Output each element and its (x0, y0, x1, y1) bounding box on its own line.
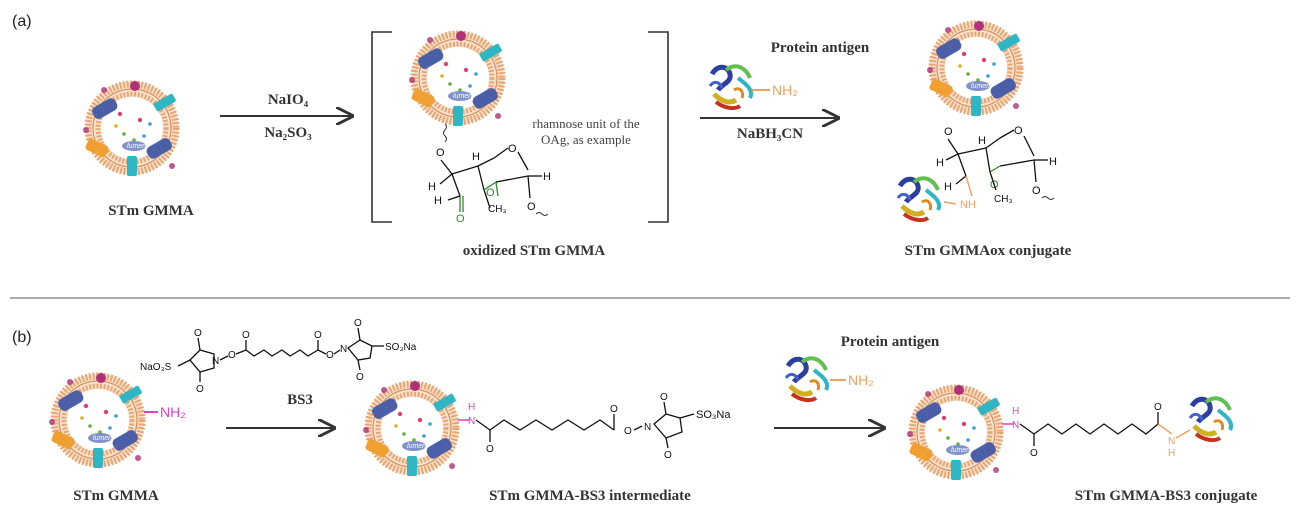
svg-text:SO₃Na: SO₃Na (696, 409, 731, 421)
svg-text:O: O (486, 187, 495, 199)
svg-text:O: O (664, 450, 672, 461)
svg-text:CH₃: CH₃ (994, 194, 1013, 205)
gmma-vesicle-b-start (49, 373, 144, 468)
svg-text:O: O (944, 126, 953, 138)
svg-text:H: H (472, 151, 480, 163)
svg-text:H: H (936, 157, 944, 169)
svg-text:O: O (660, 392, 668, 403)
gmma-amine-b: NH₂ (160, 404, 186, 420)
svg-text:O: O (610, 404, 618, 415)
sulfite-reagent: Na₂SO₃ (264, 125, 312, 141)
svg-text:N: N (1012, 420, 1019, 431)
oxidized-rhamnose-structure: O H O H H O CH₃ O H O (428, 143, 551, 225)
svg-text:O: O (1032, 185, 1041, 197)
svg-text:H: H (1049, 156, 1057, 168)
oxidized-gmma-label: oxidized STm GMMA (463, 243, 606, 259)
panel-a-start-label: STm GMMA (108, 203, 194, 219)
svg-text:O: O (196, 384, 204, 395)
svg-text:H: H (468, 402, 475, 413)
panel-b-start-label: STm GMMA (73, 488, 159, 504)
cyanoborohydride-reagent: NaBH₃CN (737, 126, 803, 142)
svg-text:O: O (527, 201, 536, 213)
intermediate-label: STm GMMA-BS3 intermediate (489, 488, 691, 504)
svg-text:O: O (624, 426, 632, 437)
svg-text:H: H (428, 181, 436, 193)
gmma-vesicle-b-intermediate (363, 381, 458, 476)
panel-a-conjugate-label: STm GMMAox conjugate (905, 243, 1072, 259)
svg-text:O: O (456, 213, 465, 225)
svg-text:O: O (354, 318, 362, 329)
svg-text:N: N (468, 416, 475, 427)
svg-text:O: O (242, 330, 250, 341)
gmma-vesicle-b-conjugate (907, 385, 1002, 480)
bs3-linker-structure: NaO₃S O O N O O O O N O O SO₃Na (140, 318, 417, 395)
svg-text:N: N (1168, 436, 1175, 447)
svg-text:N: N (212, 356, 219, 367)
svg-text:H: H (434, 195, 442, 207)
svg-text:O: O (194, 328, 202, 339)
svg-text:H: H (978, 135, 986, 147)
svg-text:H: H (944, 181, 952, 193)
right-bracket (648, 31, 669, 223)
gmma-vesicle-a-conjugate (927, 21, 1022, 116)
svg-text:O: O (508, 143, 517, 155)
protein-amine-b: NH₂ (848, 372, 874, 388)
svg-text:O: O (486, 444, 494, 455)
svg-text:CH₃: CH₃ (488, 204, 507, 215)
protein-antigen-b-icon (786, 358, 827, 400)
svg-text:N: N (340, 344, 347, 355)
svg-text:O: O (436, 147, 445, 159)
svg-text:NaO₃S: NaO₃S (140, 362, 172, 373)
panel-b-protein-label: Protein antigen (841, 334, 940, 350)
svg-text:H: H (1168, 448, 1175, 459)
svg-text:SO₃Na: SO₃Na (385, 342, 417, 353)
bs3-label: BS3 (287, 392, 313, 408)
gmma-vesicle-a-oxidized (409, 31, 504, 126)
bs3-conjugate-structure: H N O O N H (1002, 402, 1191, 459)
panel-a-protein-label: Protein antigen (771, 40, 870, 56)
protein-antigen-a-icon (710, 66, 751, 108)
protein-antigen-b-conjugated-icon (1190, 398, 1231, 440)
svg-text:O: O (1154, 402, 1162, 413)
periodate-reagent: NaIO₄ (268, 92, 309, 108)
panel-a-tag: (a) (12, 13, 32, 30)
svg-text:H: H (1012, 406, 1019, 417)
svg-text:O: O (356, 372, 364, 383)
svg-text:O: O (326, 350, 334, 361)
svg-text:O: O (1030, 448, 1038, 459)
rhamnose-note-line2: OAg, as example (541, 132, 631, 147)
protein-antigen-a-conjugated-icon (898, 178, 939, 220)
svg-text:N: N (644, 422, 651, 433)
svg-text:H: H (543, 171, 551, 183)
gmma-vesicle-a-start (83, 81, 178, 176)
svg-text:O: O (314, 330, 322, 341)
conjugated-rhamnose-structure: O H H NH H O CH₃ O H O (936, 125, 1057, 211)
svg-text:O: O (228, 350, 236, 361)
left-bracket (371, 31, 392, 223)
rhamnose-note-line1: rhamnose unit of the (532, 116, 639, 131)
svg-text:O: O (1014, 125, 1023, 137)
svg-text:NH: NH (960, 199, 976, 211)
bs3-intermediate-structure: H N O O O N O O SO₃Na (458, 392, 731, 461)
protein-amine-a: NH₂ (772, 82, 798, 98)
oag-tether (443, 123, 447, 143)
panel-b-conjugate-label: STm GMMA-BS3 conjugate (1075, 488, 1258, 504)
panel-b-tag: (b) (12, 329, 32, 346)
